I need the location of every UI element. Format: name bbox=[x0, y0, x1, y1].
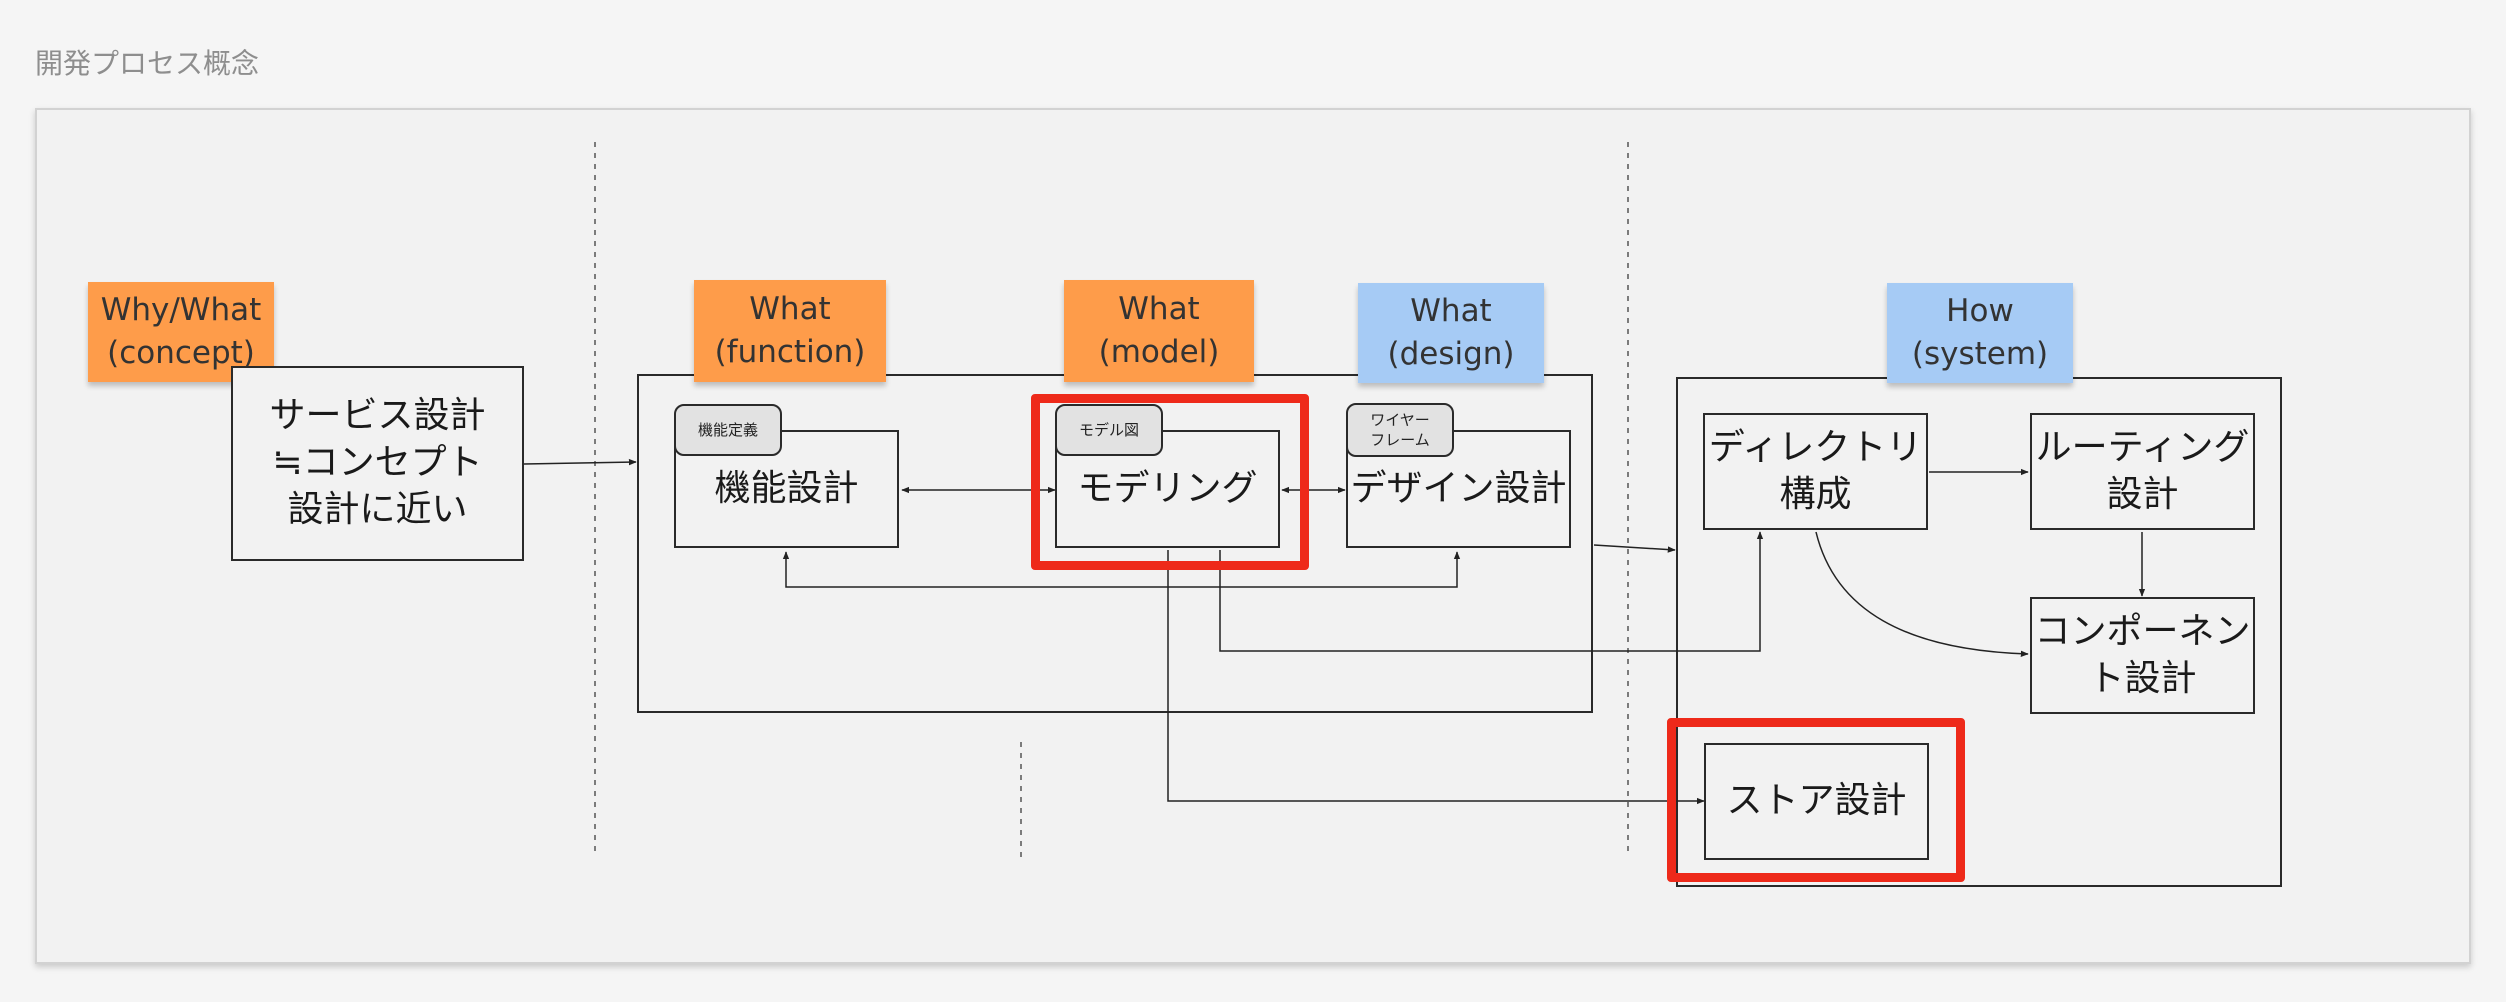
tag-model-diagram: モデル図 bbox=[1055, 404, 1163, 456]
sticky-what-model: What (model) bbox=[1064, 280, 1254, 382]
tag-function-definition: 機能定義 bbox=[674, 404, 782, 456]
node-store-design[interactable]: ストア設計 bbox=[1704, 743, 1929, 860]
edge-modeling-to-store bbox=[1167, 550, 1705, 805]
sticky-how-system: How (system) bbox=[1887, 283, 2073, 383]
highlight-store-design bbox=[1667, 718, 1965, 882]
edge-modeling-to-directory bbox=[1219, 531, 1764, 652]
node-component-design[interactable]: コンポーネン ト設計 bbox=[2030, 597, 2255, 714]
node-routing-design[interactable]: ルーティング 設計 bbox=[2030, 413, 2255, 530]
highlight-modeling bbox=[1031, 394, 1309, 570]
page-title: 開発プロセス概念 bbox=[35, 47, 260, 80]
tag-wireframe: ワイヤー フレーム bbox=[1346, 403, 1454, 457]
node-directory-structure[interactable]: ディレクトリ 構成 bbox=[1703, 413, 1928, 530]
node-service-design[interactable]: サービス設計 ≒コンセプト 設計に近い bbox=[231, 366, 524, 561]
sticky-why-what-concept: Why/What (concept) bbox=[88, 282, 274, 382]
edge-what-group-to-how-group bbox=[1593, 544, 1676, 553]
sticky-what-function: What (function) bbox=[694, 280, 886, 382]
sticky-what-design: What (design) bbox=[1358, 283, 1544, 383]
edge-directory-to-component bbox=[1815, 531, 2029, 657]
edge-service-to-what-group bbox=[523, 458, 637, 466]
edge-function-design-loop bbox=[782, 551, 1461, 588]
